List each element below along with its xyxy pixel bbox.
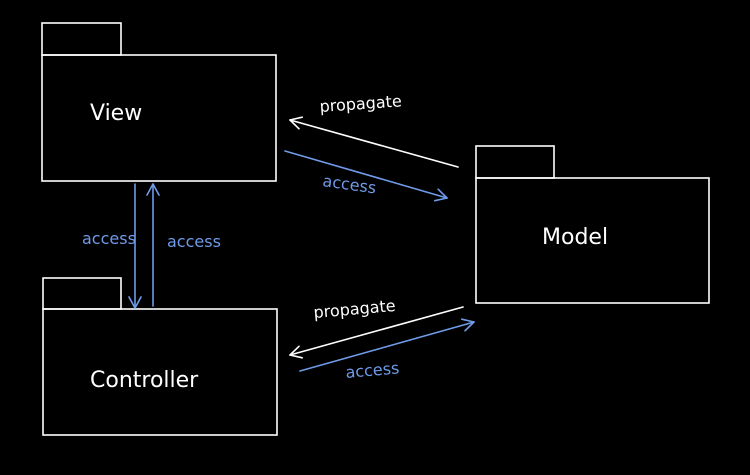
controller-package-body <box>42 308 278 436</box>
model-package-body <box>475 177 710 304</box>
edge-model-to-controller: propagate <box>289 296 464 359</box>
model-package-tab <box>475 145 555 179</box>
propagate-arrow-model-to-controller <box>289 306 464 359</box>
access-label-view-to-controller: access <box>82 229 136 248</box>
controller-package: Controller <box>42 277 278 436</box>
controller-package-tab <box>42 277 122 310</box>
access-label-controller-to-model: access <box>345 358 400 382</box>
access-arrow-view-to-model <box>284 150 448 202</box>
controller-package-label: Controller <box>90 368 199 393</box>
propagate-arrow-model-to-view <box>289 116 459 168</box>
edge-view-to-controller: access <box>82 183 142 309</box>
view-package: View <box>41 22 277 182</box>
model-package: Model <box>475 145 710 304</box>
propagate-label-model-to-controller: propagate <box>313 296 397 322</box>
edge-model-to-view: propagate <box>289 91 459 168</box>
model-package-label: Model <box>542 225 608 250</box>
access-label-controller-to-view: access <box>167 232 221 251</box>
view-package-label: View <box>90 101 142 126</box>
access-arrow-controller-to-model <box>299 318 475 372</box>
edge-controller-to-model: access <box>299 318 475 382</box>
view-package-tab <box>41 22 122 56</box>
propagate-label-model-to-view: propagate <box>319 91 402 116</box>
edge-controller-to-view: access <box>146 183 221 307</box>
edge-view-to-model: access <box>284 150 448 202</box>
view-package-body <box>41 54 277 182</box>
